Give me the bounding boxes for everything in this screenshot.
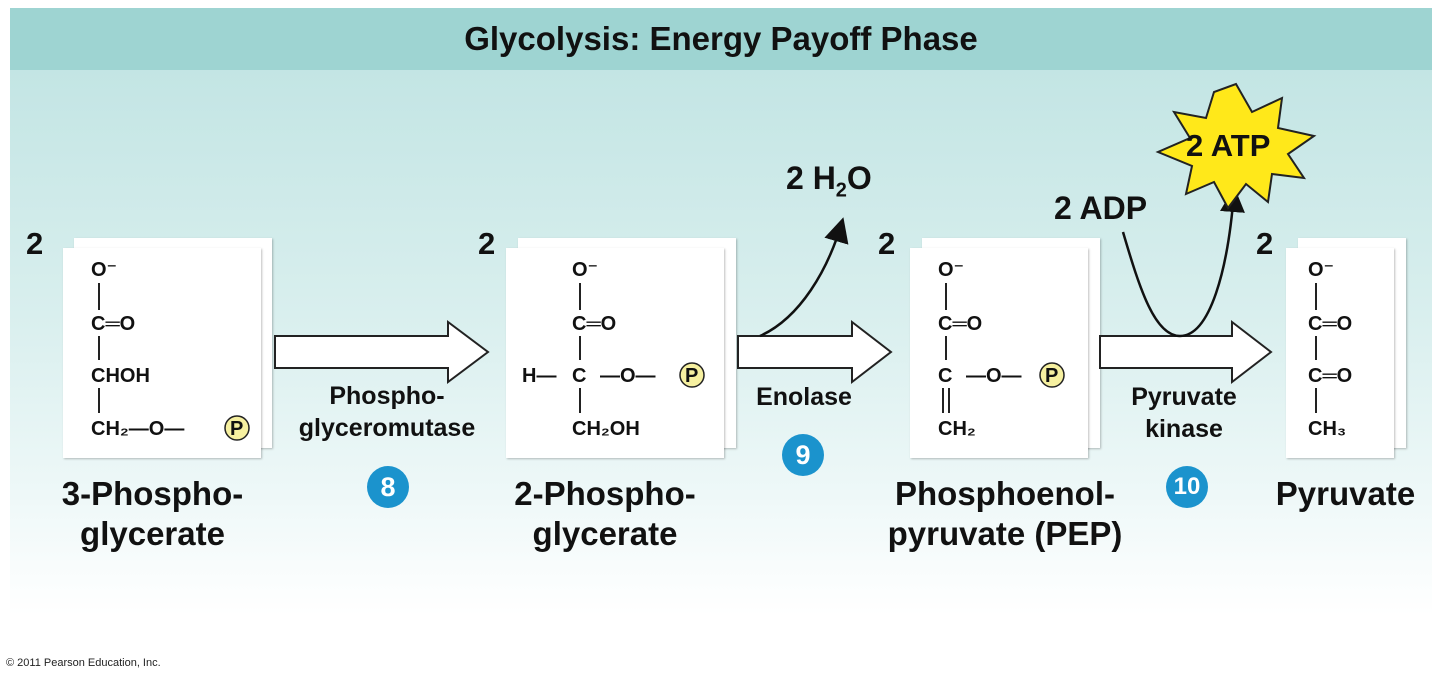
diagram-title: Glycolysis: Energy Payoff Phase [10,8,1432,70]
atom-o-minus: O⁻ [938,259,964,281]
reaction-arrow-step-10 [1099,319,1273,385]
atom-carbonyl: C═O [1308,365,1352,387]
compound-name-line1: Phosphoenol- [895,475,1115,512]
copyright-text: © 2011 Pearson Education, Inc. [6,657,161,669]
atom-o-bridge: —O— [966,365,1022,387]
atp-burst-icon [1155,82,1317,210]
coefficient-2pg: 2 [478,226,496,261]
adp-label: 2 ADP [1054,190,1148,226]
coefficient-3pg: 2 [26,226,44,261]
phosphate-icon: P [1045,365,1058,387]
compound-name-line2: Pyruvate [1275,475,1416,512]
compound-name-line2: glycerate [80,515,225,552]
atom-o-minus: O⁻ [91,259,117,281]
enzyme-label-step-10: Pyruvate kinase [1104,381,1264,445]
atom-o-minus: O⁻ [1308,259,1334,281]
structure-2-phosphoglycerate: O⁻ C═O H— C —O— P CH₂OH [522,259,705,440]
step-badge-10: 10 [1166,466,1208,508]
compound-name-line2: pyruvate (PEP) [887,515,1123,552]
enzyme-line1: Pyruvate [1131,383,1237,411]
step-badge-9: 9 [782,434,824,476]
atom-ch2oh: CH₂OH [572,418,640,440]
compound-name-3pg: 3-Phospho- glycerate [20,474,285,554]
compound-name-line1: 3-Phospho- [61,475,244,512]
reaction-arrow-step-9 [737,319,893,385]
compound-name-pep: Phosphoenol- pyruvate (PEP) [860,474,1150,554]
step-badge-8: 8 [367,466,409,508]
atp-label: 2 ATP [1186,128,1271,163]
enzyme-label-step-9: Enolase [732,381,876,413]
water-suffix: O [846,160,872,196]
card-2pg [506,248,724,458]
water-subscript: 2 [835,179,847,202]
atom-o-minus: O⁻ [572,259,598,281]
coefficient-pep: 2 [878,226,896,261]
atom-ch2: CH₂ [938,418,976,440]
atom-o-bridge: —O— [600,365,656,387]
atom-carbonyl: C═O [572,313,616,335]
atom-c: C [572,365,586,387]
atom-carbonyl: C═O [938,313,982,335]
atom-ch2-o: CH₂—O— [91,418,184,440]
enzyme-label-step-8: Phospho- glyceromutase [272,380,502,444]
enzyme-line1: Enolase [756,383,852,411]
water-label: 2 H2O [786,160,872,202]
atom-ch3: CH₃ [1308,418,1346,440]
enzyme-line1: Phospho- [329,382,445,410]
enzyme-line2: kinase [1145,415,1223,443]
atom-chOH: CHOH [91,365,150,387]
atom-h: H— [522,365,556,387]
atom-c: C [938,365,952,387]
compound-name-line1: 2-Phospho- [514,475,696,512]
water-release-arrow [759,217,849,338]
water-prefix: 2 H [786,160,836,196]
atom-carbonyl: C═O [91,313,135,335]
compound-name-pyruvate: Pyruvate [1258,474,1433,514]
phosphate-icon: P [230,418,243,440]
structure-pyruvate: O⁻ C═O C═O CH₃ [1308,259,1352,440]
coefficient-pyruvate: 2 [1256,226,1274,261]
reaction-arrow-step-8 [274,320,490,384]
atom-carbonyl: C═O [1308,313,1352,335]
card-pep [910,248,1088,458]
phosphate-icon: P [685,365,698,387]
adp-to-atp-arrow [1121,187,1245,338]
compound-name-line2: glycerate [532,515,678,552]
enzyme-line2: glyceromutase [298,414,476,442]
compound-name-2pg: 2-Phospho- glycerate [475,474,735,554]
structure-3-phosphoglycerate: O⁻ C═O CHOH CH₂—O— P [91,259,250,441]
structure-phosphoenolpyruvate: O⁻ C═O C —O— P CH₂ [938,259,1065,440]
card-pyruvate [1286,248,1394,458]
